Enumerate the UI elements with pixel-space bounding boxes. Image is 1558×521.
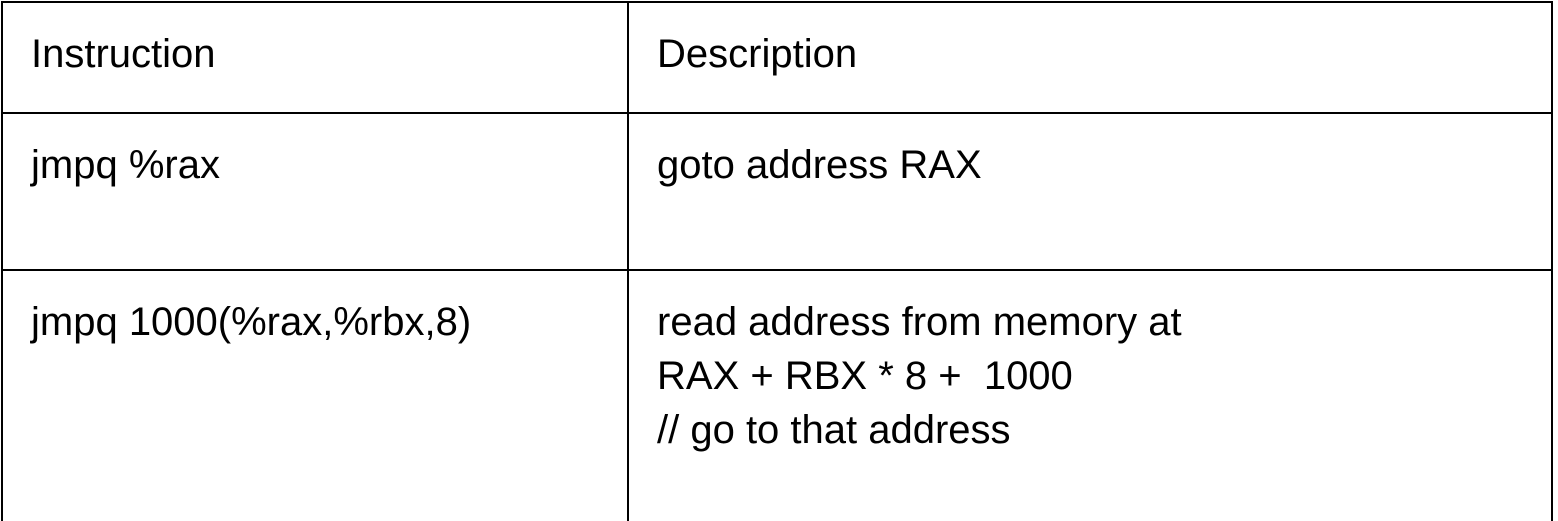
table-header-row: Instruction Description [1, 1, 1553, 114]
header-instruction-cell: Instruction [1, 1, 629, 114]
header-description: Description [657, 32, 858, 76]
instruction-cell: jmpq %rax [1, 112, 629, 271]
instruction-cell: jmpq 1000(%rax,%rbx,8) [1, 269, 629, 521]
description-cell: goto address RAX [627, 112, 1553, 271]
description-cell: read address from memory at RAX + RBX * … [627, 269, 1553, 521]
description-line: RAX + RBX * 8 + 1000 [657, 354, 1073, 398]
header-instruction: Instruction [31, 32, 216, 76]
header-description-cell: Description [627, 1, 1553, 114]
instruction-text: jmpq %rax [31, 143, 220, 187]
instruction-text: jmpq 1000(%rax,%rbx,8) [31, 300, 472, 344]
description-line: goto address RAX [657, 143, 982, 187]
table-row: jmpq %rax goto address RAX [1, 112, 1553, 271]
description-line: // go to that address [657, 408, 1011, 452]
description-line: read address from memory at [657, 300, 1182, 344]
table-row: jmpq 1000(%rax,%rbx,8) read address from… [1, 269, 1553, 521]
